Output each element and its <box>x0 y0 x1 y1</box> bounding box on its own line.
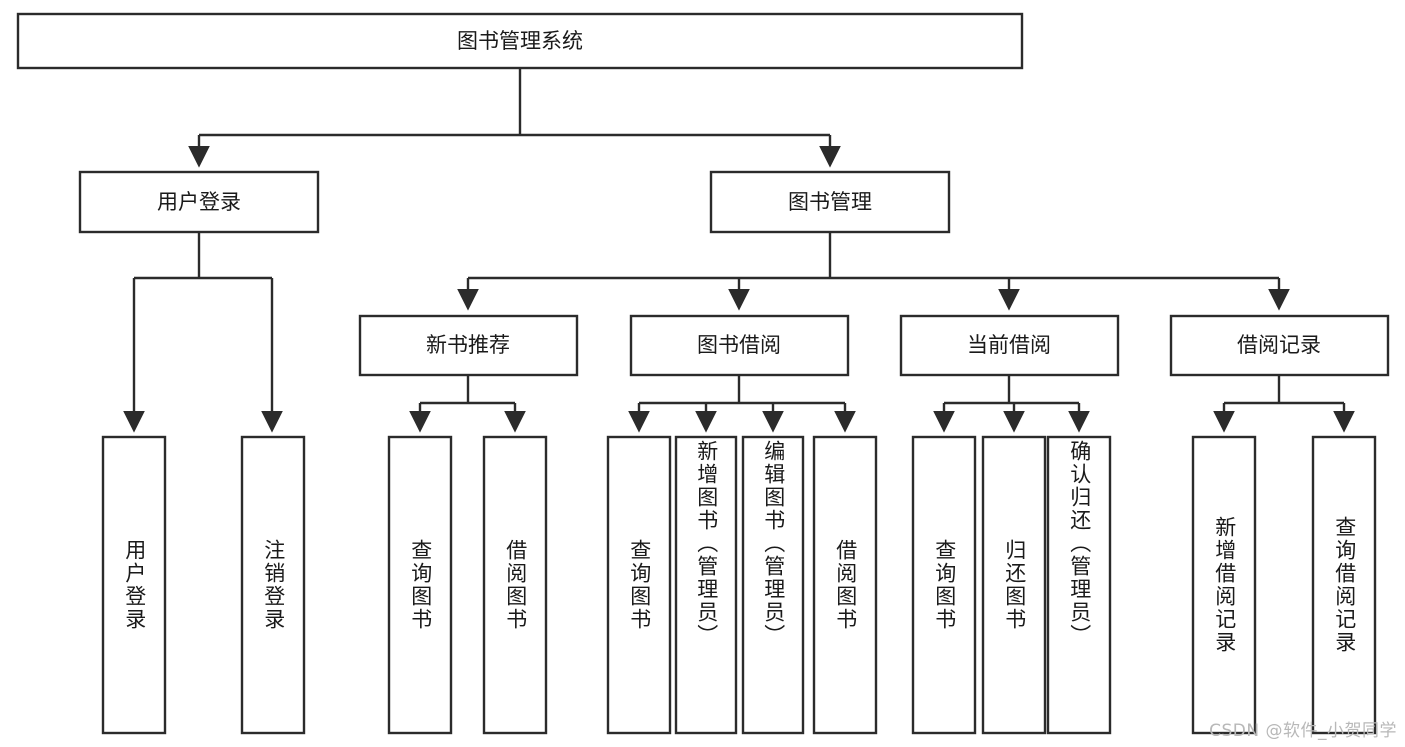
node-new-book-recommendation[interactable]: 新书推荐 <box>358 314 579 377</box>
leaf-node-user-login[interactable] <box>101 435 167 735</box>
leaf-node-query-books-borrow[interactable] <box>606 435 672 735</box>
watermark-text: CSDN @软件_小贺同学 <box>1209 721 1397 741</box>
node-borrowing-records-label: 借阅记录 <box>1237 333 1321 357</box>
node-book-management-label: 图书管理 <box>788 190 872 214</box>
node-root-label: 图书管理系统 <box>457 29 583 53</box>
connector-new-book-rec-to-leaves <box>409 375 526 433</box>
connector-root-to-level2 <box>188 68 841 168</box>
connector-book-borrow-to-leaves <box>628 375 856 433</box>
leaf-box-group <box>101 435 1377 735</box>
node-current-borrowing[interactable]: 当前借阅 <box>899 314 1120 377</box>
leaf-node-query-books-rec[interactable] <box>387 435 453 735</box>
connector-book-mgmt-to-level3 <box>457 232 1290 311</box>
leaf-node-add-book-admin[interactable] <box>674 435 738 735</box>
node-book-borrowing-label: 图书借阅 <box>697 333 781 357</box>
connector-borrow-record-to-leaves <box>1213 375 1355 433</box>
leaf-node-query-borrow-record[interactable] <box>1311 435 1377 735</box>
leaf-node-confirm-return-admin[interactable] <box>1046 435 1112 735</box>
leaf-node-query-books-current[interactable] <box>911 435 977 735</box>
connector-current-borrow-to-leaves <box>933 375 1090 433</box>
node-root-system[interactable]: 图书管理系统 <box>16 12 1024 70</box>
node-borrowing-records[interactable]: 借阅记录 <box>1169 314 1390 377</box>
node-user-login[interactable]: 用户登录 <box>78 170 320 234</box>
leaf-node-edit-book-admin[interactable] <box>741 435 805 735</box>
leaf-node-add-borrow-record[interactable] <box>1191 435 1257 735</box>
node-book-borrowing[interactable]: 图书借阅 <box>629 314 850 377</box>
node-user-login-label: 用户登录 <box>157 190 241 214</box>
leaf-node-logout[interactable] <box>240 435 306 735</box>
leaf-node-return-books[interactable] <box>981 435 1047 735</box>
node-book-management[interactable]: 图书管理 <box>709 170 951 234</box>
leaf-node-borrow-books[interactable] <box>812 435 878 735</box>
node-new-book-recommendation-label: 新书推荐 <box>426 333 510 357</box>
leaf-node-borrow-books-rec[interactable] <box>482 435 548 735</box>
connector-user-login-to-leaves <box>123 232 283 433</box>
node-current-borrowing-label: 当前借阅 <box>967 333 1051 357</box>
